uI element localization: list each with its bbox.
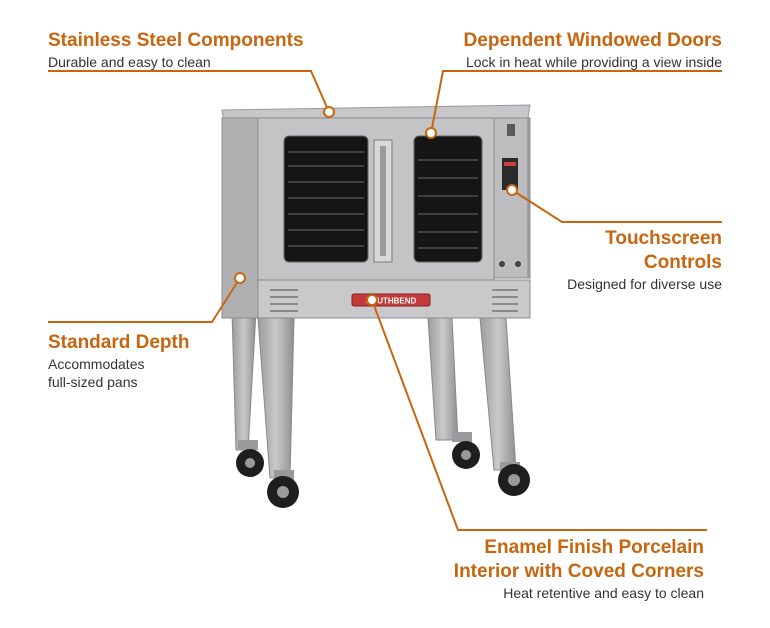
callout-title-line2: Controls <box>643 252 722 273</box>
callout-title: Dependent Windowed Doors <box>463 30 722 51</box>
callout-description-line2: full-sized pans <box>48 374 138 390</box>
callout-title-line1: Touchscreen <box>605 228 722 249</box>
callout-description: Lock in heat while providing a view insi… <box>465 54 722 70</box>
door-handle-grip <box>380 146 386 256</box>
callout-title: Stainless Steel Components <box>48 30 304 51</box>
callout-title-line2: Interior with Coved Corners <box>453 561 704 582</box>
callout-description: Durable and easy to clean <box>48 54 211 70</box>
callout-touchscreen: Touchscreen Controls Designed for divers… <box>567 227 722 293</box>
left-oven-racks <box>288 151 364 247</box>
callout-description-line1: Accommodates <box>48 356 145 372</box>
brand-logo: SOUTHBEND <box>366 297 417 306</box>
callout-enamel-finish: Enamel Finish Porcelain Interior with Co… <box>454 536 704 602</box>
callout-description: Heat retentive and easy to clean <box>503 585 704 601</box>
display-indicator <box>504 162 516 166</box>
caster-wheels <box>236 432 530 508</box>
right-door-window <box>413 135 483 263</box>
control-knob-left <box>499 261 505 267</box>
left-vents <box>270 289 298 312</box>
callout-title-line1: Enamel Finish Porcelain <box>484 537 704 558</box>
right-vents <box>492 289 518 312</box>
left-door-window <box>283 135 369 263</box>
callout-standard-depth: Standard Depth Accommodates full-sized p… <box>48 331 189 391</box>
callout-title: Standard Depth <box>48 332 190 353</box>
oven-legs-front <box>257 317 295 479</box>
callout-stainless-steel: Stainless Steel Components Durable and e… <box>48 29 304 71</box>
control-knob-right <box>515 261 521 267</box>
leader-dots <box>234 106 518 306</box>
leader-lines <box>48 70 722 531</box>
right-oven-racks <box>418 159 478 249</box>
power-switch <box>507 124 515 136</box>
oven-side-panel <box>221 117 259 319</box>
control-panel <box>493 117 529 279</box>
callout-description: Designed for diverse use <box>567 276 722 292</box>
callout-windowed-doors: Dependent Windowed Doors Lock in heat wh… <box>464 29 722 71</box>
oven-legs-back <box>231 311 517 471</box>
